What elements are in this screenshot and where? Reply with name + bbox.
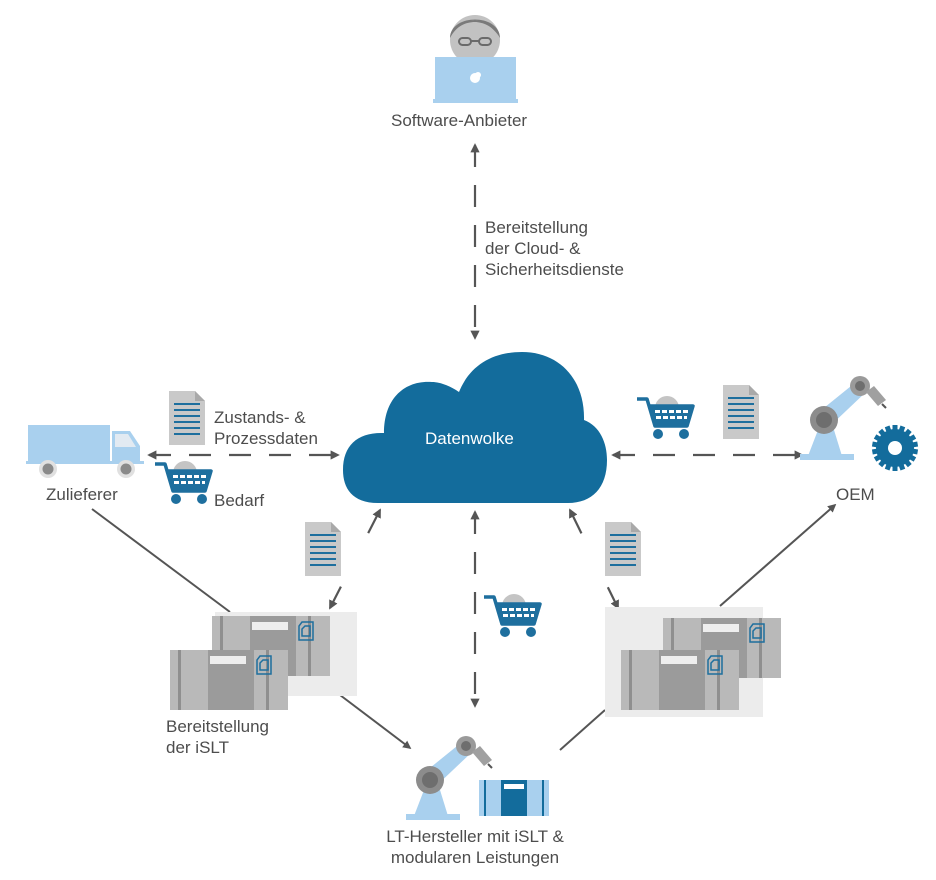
edge-cloud-islt-right [569, 508, 619, 610]
cloud-icon [343, 352, 607, 503]
document-icon [605, 522, 641, 576]
edge-islt-lt [339, 694, 412, 750]
document-icon [169, 391, 205, 445]
lt-manufacturer-line-1: LT-Hersteller mit iSLT & [386, 827, 564, 846]
supplier-label: Zulieferer [46, 485, 118, 504]
document-icon [305, 522, 341, 576]
demand-label: Bedarf [214, 491, 265, 510]
oem-label: OEM [836, 485, 875, 504]
islt-provision-label: Bereitstellung der iSLT [166, 716, 269, 758]
robot-arm-container-icon [405, 735, 549, 821]
cloud-services-label: Bereitstellung der Cloud- & Sicherheitsd… [485, 217, 624, 280]
lt-manufacturer-label: LT-Hersteller mit iSLT & modularen Leist… [365, 826, 585, 868]
cloud-services-line-3: Sicherheitsdienste [485, 260, 624, 279]
islt-provision-line-1: Bereitstellung [166, 717, 270, 736]
truck-icon [26, 425, 144, 478]
edge-containers-oem [719, 503, 837, 607]
container-icon [605, 607, 782, 717]
edge-supplier-islt [91, 508, 231, 613]
cloud-services-line-2: der Cloud- & [485, 239, 581, 258]
cloud-label: Datenwolke [425, 429, 514, 448]
robot-arm-gear-icon [799, 375, 919, 471]
shopping-cart-icon [153, 459, 213, 506]
lt-manufacturer-line-2: modularen Leistungen [390, 848, 560, 867]
person-laptop-icon [433, 15, 518, 103]
state-process-data-line-2: Prozessdaten [214, 429, 318, 448]
software-provider-label: Software-Anbieter [391, 111, 528, 130]
edge-lt-oem-containers [559, 709, 606, 751]
document-icon [723, 385, 759, 439]
shopping-cart-icon [635, 394, 695, 441]
shopping-cart-icon [482, 592, 542, 639]
edge-cloud-islt-left [329, 508, 381, 610]
islt-provision-line-2: der iSLT [166, 738, 229, 757]
container-icon [169, 612, 357, 711]
cloud-services-line-1: Bereitstellung [485, 218, 589, 237]
state-process-data-line-1: Zustands- & [214, 408, 306, 427]
state-process-data-label: Zustands- & Prozessdaten [214, 407, 318, 449]
